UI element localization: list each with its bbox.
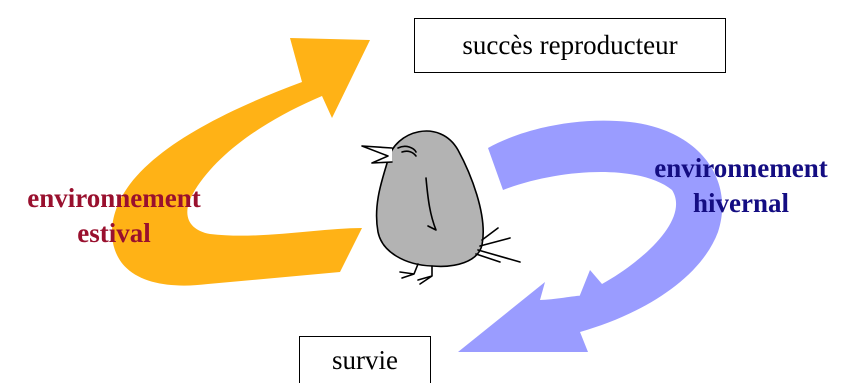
summer-label-line2: estival — [77, 218, 151, 248]
bird-beak — [361, 145, 393, 164]
summer-environment-label: environnement estival — [2, 181, 226, 251]
winter-label-line2: hivernal — [692, 188, 789, 218]
bird-body — [375, 130, 484, 268]
summer-label-line1: environnement — [27, 183, 201, 213]
bird-wing — [425, 177, 437, 231]
bird-icon — [361, 130, 521, 285]
bird-feet — [399, 263, 433, 285]
survival-node: survie — [299, 336, 431, 383]
success-node: succès reproducteur — [414, 18, 726, 73]
winter-arrow — [458, 120, 723, 353]
winter-environment-label: environnement hivernal — [628, 151, 854, 221]
bird-tail — [475, 227, 521, 263]
bird-eye — [397, 145, 417, 157]
winter-label-line1: environnement — [654, 153, 828, 183]
summer-arrow — [111, 38, 370, 286]
